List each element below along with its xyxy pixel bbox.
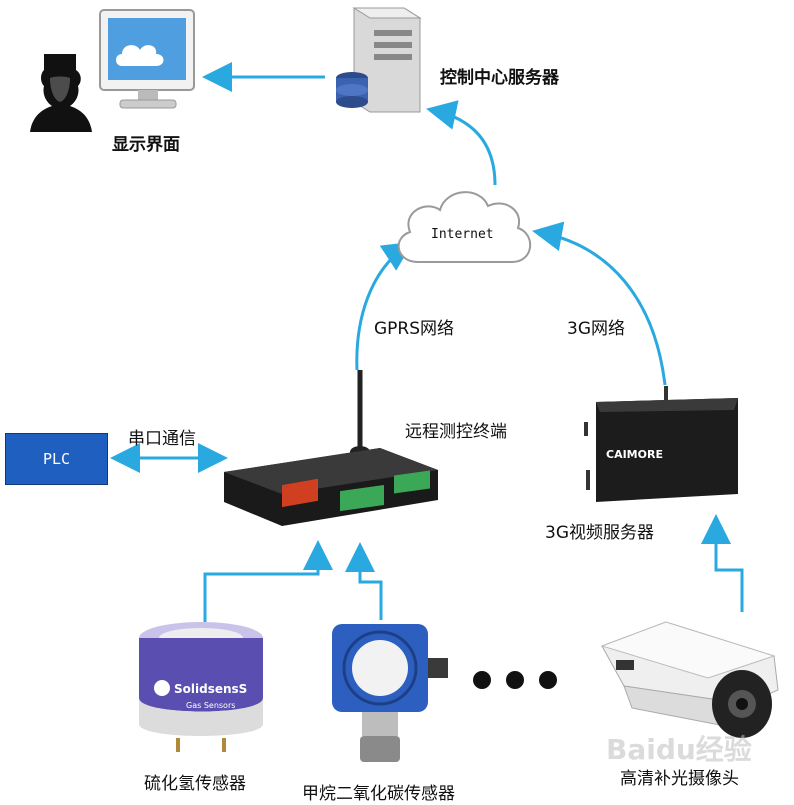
arrow-video-to-internet <box>532 221 667 386</box>
arrow-rtu-to-internet <box>355 241 414 371</box>
user-silhouette-icon <box>30 54 92 132</box>
sensor1-sub: Gas Sensors <box>186 701 235 710</box>
methane-sensor-icon <box>332 624 448 762</box>
arrow-sensor1-to-rtu <box>203 540 333 622</box>
serial-label: 串口通信 <box>128 429 196 449</box>
monitor-icon <box>99 9 195 109</box>
arrow-camera-to-video <box>701 514 744 612</box>
sensor1-brand: SolidsensS <box>174 682 247 696</box>
h2s-sensor-icon: SolidsensS Gas Sensors <box>139 622 263 752</box>
video-brand: CAIMORE <box>606 448 663 461</box>
rtu-device-icon <box>224 370 438 526</box>
server-label: 控制中心服务器 <box>440 68 559 88</box>
gprs-label: GPRS网络 <box>374 319 455 339</box>
more-sensors-dots <box>473 671 557 689</box>
camera-label: 高清补光摄像头 <box>620 769 739 789</box>
arrow-sensor2-to-rtu <box>345 542 383 620</box>
internet-label: Internet <box>431 227 494 242</box>
rtu-label: 远程测控终端 <box>405 422 507 442</box>
baidu-watermark: Baidu经验 <box>606 733 752 766</box>
sensor2-label: 甲烷二氧化碳传感器 <box>302 784 455 804</box>
video-server-label: 3G视频服务器 <box>545 523 654 543</box>
plc-box: PLC <box>5 433 108 485</box>
internet-cloud-icon <box>397 191 532 263</box>
display-label: 显示界面 <box>112 135 180 155</box>
video-server-icon: CAIMORE <box>584 386 738 502</box>
arrow-internet-to-server <box>426 100 497 186</box>
g3-label: 3G网络 <box>567 319 625 339</box>
camera-icon <box>600 621 779 738</box>
sensor1-label: 硫化氢传感器 <box>144 774 246 794</box>
server-icon <box>336 7 422 113</box>
